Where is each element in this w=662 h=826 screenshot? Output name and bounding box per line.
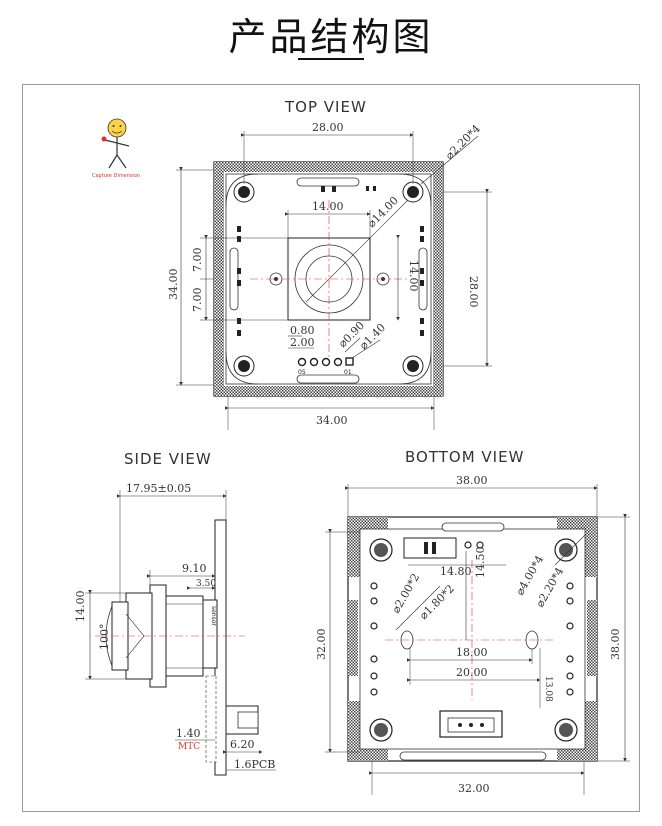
side-sensor-label: sensor bbox=[210, 606, 217, 626]
top-connector-pins bbox=[297, 357, 354, 367]
side-view-label: SIDE VIEW bbox=[124, 450, 212, 468]
bottom-width-bottom: 32.00 bbox=[458, 782, 490, 795]
top-width-top: 28.00 bbox=[312, 121, 344, 134]
side-holder-length: 3.50 bbox=[196, 579, 216, 589]
top-lens-width: 14.00 bbox=[312, 200, 344, 213]
side-mtc-label: MTC bbox=[178, 742, 200, 752]
side-overall-length: 17.95±0.05 bbox=[126, 482, 191, 495]
side-pcb-dim: 1.6PCB bbox=[234, 758, 275, 771]
bottom-width-top: 38.00 bbox=[456, 474, 488, 487]
side-mtc-dim: 1.40 bbox=[176, 727, 201, 740]
bottom-vertical-offset: 14.50 bbox=[474, 547, 487, 579]
top-pin-left-label: 05 bbox=[298, 369, 306, 376]
top-width-bottom: 34.00 bbox=[316, 414, 348, 427]
top-view: 28.00 ⌀2.20*4 14.00 ⌀14.00 34.00 7.00 7.… bbox=[167, 121, 492, 430]
bottom-height-left: 32.00 bbox=[315, 629, 328, 661]
top-lens-height: 14.00 bbox=[407, 260, 420, 292]
side-fov: 100° bbox=[98, 624, 111, 651]
side-lens-height: 14.00 bbox=[74, 591, 87, 623]
top-offset-small: 0.80 bbox=[290, 324, 315, 337]
bottom-span-outer: 20.00 bbox=[456, 666, 488, 679]
bottom-height-right: 38.00 bbox=[609, 629, 622, 661]
top-pin-right-label: 01 bbox=[344, 369, 352, 376]
bottom-view: 38.00 14.80 14.50 ⌀4.00*4 ⌀2.20*4 ⌀2.00*… bbox=[315, 474, 630, 795]
side-view: sensor 17.95±0.05 9.10 3.50 14.00 bbox=[74, 482, 276, 776]
title-underline bbox=[298, 58, 364, 60]
top-half-upper: 7.00 bbox=[191, 248, 204, 273]
top-hole-diameter: ⌀2.20*4 bbox=[443, 122, 483, 162]
bottom-inner-width: 14.80 bbox=[440, 565, 472, 578]
top-height-left: 34.00 bbox=[167, 269, 180, 301]
logo: Capture Dimension bbox=[92, 118, 140, 179]
page-title: 产品结构图 bbox=[228, 15, 434, 59]
top-view-label: TOP VIEW bbox=[285, 98, 367, 116]
top-height-right: 28.00 bbox=[467, 276, 480, 308]
bottom-mount-holes bbox=[369, 538, 578, 742]
bottom-view-label: BOTTOM VIEW bbox=[405, 448, 525, 466]
side-connector-dim: 6.20 bbox=[230, 738, 255, 751]
top-half-lower: 7.00 bbox=[191, 288, 204, 313]
drawing-frame bbox=[22, 84, 640, 812]
side-lens-length: 9.10 bbox=[182, 562, 207, 575]
top-offset-large: 2.00 bbox=[290, 336, 315, 349]
bottom-span-inner: 18.00 bbox=[456, 646, 488, 659]
bottom-small-offset: 13.08 bbox=[543, 676, 553, 702]
logo-text: Capture Dimension bbox=[92, 173, 140, 179]
